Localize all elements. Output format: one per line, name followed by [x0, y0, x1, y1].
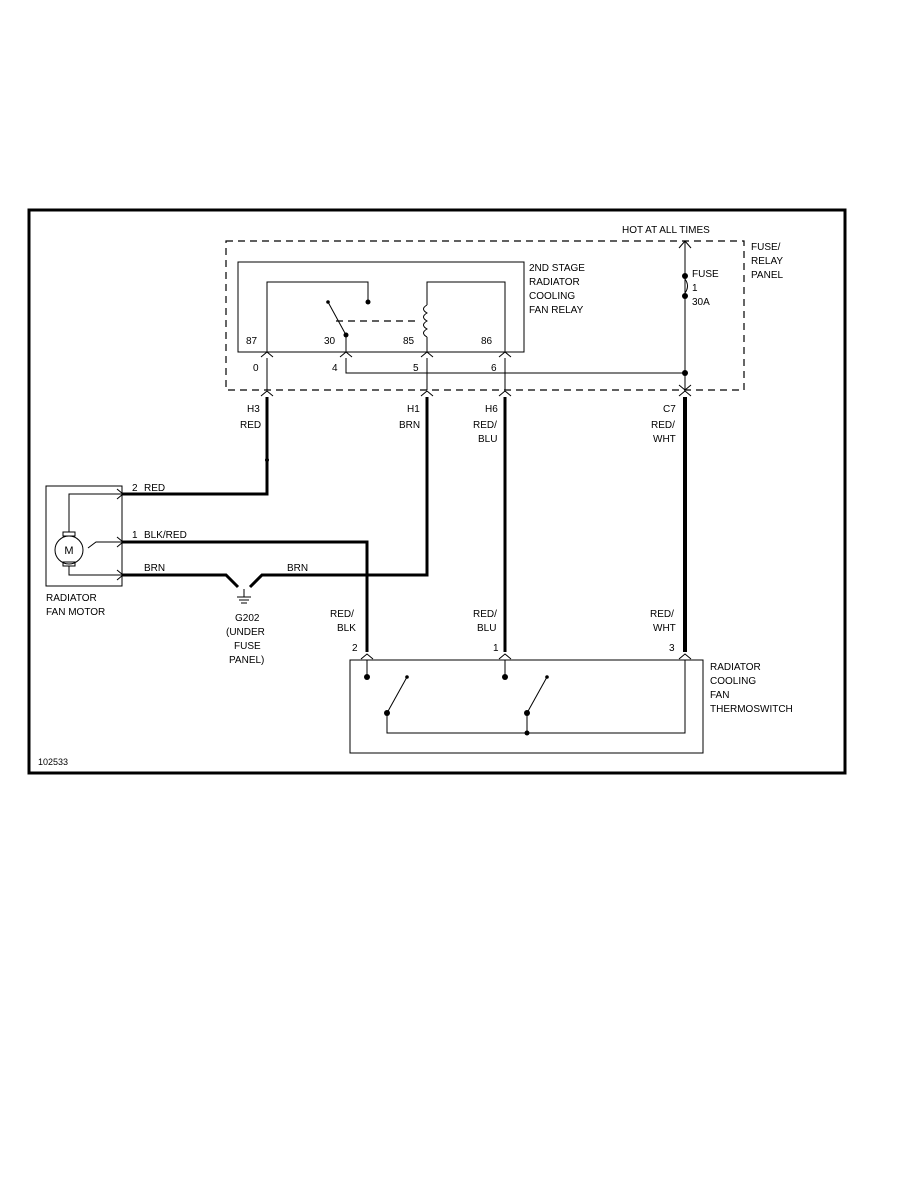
relay-name-4: FAN RELAY [529, 305, 584, 316]
thermoswitch-internals [364, 660, 686, 736]
ground-label-2: (UNDER [226, 627, 265, 638]
motor-pin-1-color: BLK/RED [144, 530, 187, 541]
relay-terminal-87: 87 [246, 336, 258, 347]
wire-color-c7-1: RED/ [651, 420, 675, 431]
switch-wire-pin1-2: BLU [477, 623, 496, 634]
switch-pin-1: 1 [493, 643, 499, 654]
fuse-number: 1 [692, 283, 698, 294]
fuse-relay-panel-label-2: RELAY [751, 256, 783, 267]
motor-pin-2-color: RED [144, 483, 165, 494]
thermoswitch-name-4: THERMOSWITCH [710, 704, 793, 715]
switch-wire-pin3-2: WHT [653, 623, 676, 634]
panel-pin-5: 5 [413, 363, 419, 374]
wire-color-h6-2: BLU [478, 434, 497, 445]
ground-wire-color: BRN [287, 563, 308, 574]
hot-feed-arrow [678, 240, 692, 249]
thermoswitch-connector-symbols [360, 653, 692, 660]
switch-wire-pin2-1: RED/ [330, 609, 354, 620]
switch-wire-pin2-2: BLK [337, 623, 356, 634]
connector-symbols [260, 351, 692, 397]
motor-box [45, 485, 123, 587]
hot-at-all-times-label: HOT AT ALL TIMES [622, 225, 710, 236]
wire-color-h1: BRN [399, 420, 420, 431]
panel-pin-0: 0 [253, 363, 259, 374]
switch-wire-pin3-1: RED/ [650, 609, 674, 620]
motor-name-2: FAN MOTOR [46, 607, 105, 618]
relay-name-3: COOLING [529, 291, 575, 302]
ground-label-4: PANEL) [229, 655, 264, 666]
switch-wire-pin1-1: RED/ [473, 609, 497, 620]
relay-box [237, 261, 525, 353]
ground-symbol [237, 589, 251, 604]
ground-label-3: FUSE [234, 641, 261, 652]
motor-pin-2-number: 2 [132, 483, 138, 494]
fuse-relay-panel-label-1: FUSE/ [751, 242, 781, 253]
thermoswitch-name-3: FAN [710, 690, 729, 701]
connector-h1: H1 [407, 404, 420, 415]
switch-pin-3: 3 [669, 643, 675, 654]
switch-pin-2: 2 [352, 643, 358, 654]
motor-internals [54, 493, 122, 576]
motor-name-1: RADIATOR [46, 593, 97, 604]
fuse-label: FUSE [692, 269, 719, 280]
fuse-relay-panel-label-3: PANEL [751, 270, 783, 281]
wire-color-c7-2: WHT [653, 434, 676, 445]
external-wires [122, 397, 687, 652]
thermoswitch-box [349, 659, 704, 754]
relay-to-panel-wires [266, 358, 506, 390]
relay-terminal-86: 86 [481, 336, 493, 347]
connector-h3: H3 [247, 404, 260, 415]
motor-pin-3-color: BRN [144, 563, 165, 574]
connector-h6: H6 [485, 404, 498, 415]
motor-connector-symbols [116, 488, 124, 581]
wire-color-h3: RED [240, 420, 261, 431]
diagram-frame [27, 208, 847, 775]
figure-id: 102533 [38, 757, 68, 767]
fuse-rating: 30A [692, 297, 710, 308]
fuse-symbol [682, 273, 688, 299]
relay-terminal-30: 30 [324, 336, 336, 347]
relay-internals [266, 281, 506, 352]
fuse-relay-panel-boundary [225, 240, 745, 391]
thermoswitch-name-1: RADIATOR [710, 662, 761, 673]
wire-color-h6-1: RED/ [473, 420, 497, 431]
relay-name-1: 2ND STAGE [529, 263, 585, 274]
relay-terminal-85: 85 [403, 336, 415, 347]
motor-pin-1-number: 1 [132, 530, 138, 541]
thermoswitch-name-2: COOLING [710, 676, 756, 687]
ground-label-1: G202 [235, 613, 260, 624]
connector-c7: C7 [663, 404, 676, 415]
relay-name-2: RADIATOR [529, 277, 580, 288]
panel-pin-6: 6 [491, 363, 497, 374]
motor-symbol-letter: M [64, 545, 73, 557]
panel-internal-wiring [345, 241, 688, 390]
panel-pin-4: 4 [332, 363, 338, 374]
